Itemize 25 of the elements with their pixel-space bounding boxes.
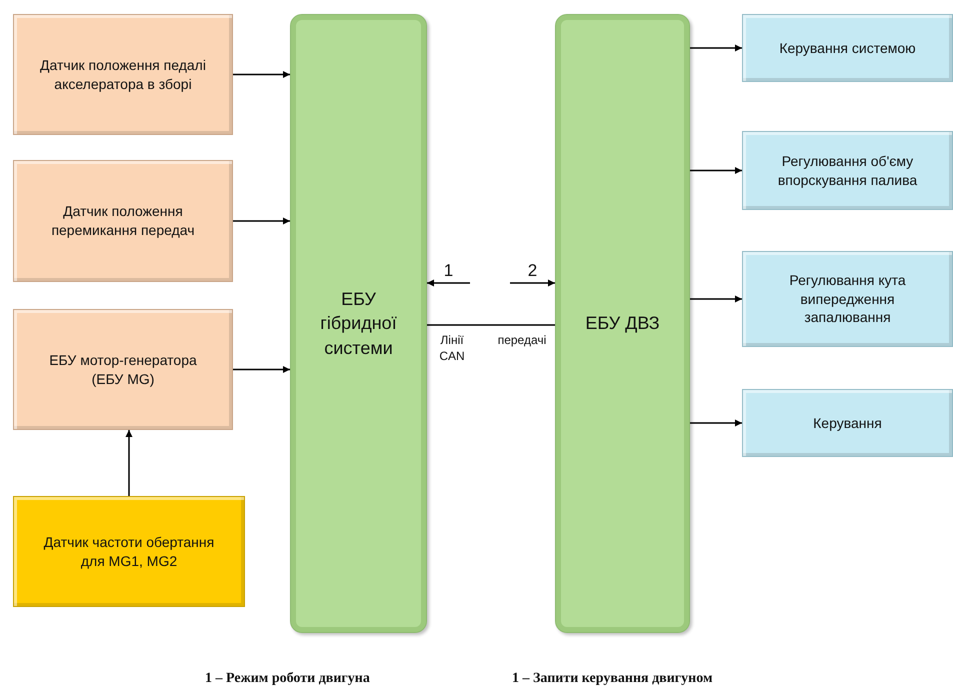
arrow — [690, 420, 742, 426]
sensor-box: Датчик частоти обертання для MG1, MG2 — [13, 496, 245, 607]
control-unit-block: ЕБУ ДВЗ — [555, 14, 690, 633]
function-box: Регулювання кута випередження запалювання — [742, 251, 953, 347]
arrow — [510, 280, 555, 286]
arrow — [233, 218, 290, 224]
arrow — [690, 44, 742, 52]
line-note: передачі — [496, 333, 548, 349]
arrow — [690, 167, 742, 174]
arrow — [233, 71, 290, 78]
sensor-box: ЕБУ мотор-генератора (ЕБУ MG) — [13, 309, 233, 430]
legend-note: 1 – Запити керування двигуном — [512, 671, 712, 687]
edge-label: 2 — [526, 262, 540, 279]
sensor-box: Датчик положення педалі акселератора в зборі — [13, 14, 233, 135]
function-box: Регулювання об'єму впорскування палива — [742, 131, 953, 210]
arrow — [427, 280, 470, 286]
control-unit-block: ЕБУ гібридної системи — [290, 14, 427, 633]
arrow — [233, 366, 290, 373]
function-box: Керування — [742, 389, 953, 457]
legend-note: 1 – Режим роботи двигуна — [205, 671, 370, 687]
arrow — [126, 430, 132, 496]
function-box: Керування системою — [742, 14, 953, 82]
arrow — [690, 296, 742, 302]
sensor-box: Датчик положення перемикання передач — [13, 160, 233, 282]
line-note: Лінії CAN — [438, 333, 466, 364]
